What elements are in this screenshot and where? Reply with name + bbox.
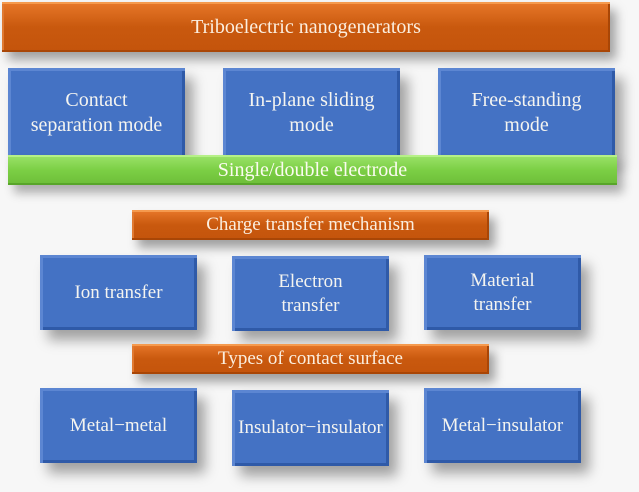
charge-transfer-title: Charge transfer mechanism <box>206 214 415 236</box>
mode-label: Contact separation mode <box>30 89 163 136</box>
charge-label: Electron transfer <box>278 270 343 316</box>
mode-box-free-standing: Free-standing mode <box>438 68 615 158</box>
mode-box-in-plane-sliding: In-plane sliding mode <box>223 68 400 158</box>
surface-label: Metal−insulator <box>441 414 564 436</box>
mode-label: In-plane sliding mode <box>248 89 375 136</box>
charge-box-ion-transfer: Ion transfer <box>40 255 197 330</box>
mode-box-contact-separation: Contact separation mode <box>8 68 185 158</box>
surface-box-metal-insulator: Metal−insulator <box>424 388 581 463</box>
charge-label: Material transfer <box>470 269 535 315</box>
header-triboelectric-nanogenerators: Triboelectric nanogenerators <box>2 2 610 52</box>
electrode-label: Single/double electrode <box>217 158 408 181</box>
contact-surface-title: Types of contact surface <box>218 348 403 370</box>
surface-box-metal-metal: Metal−metal <box>40 388 197 463</box>
contact-surface-header: Types of contact surface <box>132 344 489 374</box>
charge-label: Ion transfer <box>74 281 163 303</box>
surface-box-insulator-insulator: Insulator−insulator <box>232 390 389 466</box>
surface-label: Metal−metal <box>69 414 168 436</box>
charge-transfer-header: Charge transfer mechanism <box>132 210 489 240</box>
charge-box-material-transfer: Material transfer <box>424 255 581 330</box>
header-title: Triboelectric nanogenerators <box>191 15 421 38</box>
electrode-bar: Single/double electrode <box>8 155 617 185</box>
mode-label: Free-standing mode <box>471 89 582 136</box>
charge-box-electron-transfer: Electron transfer <box>232 256 389 331</box>
surface-label: Insulator−insulator <box>238 417 383 439</box>
